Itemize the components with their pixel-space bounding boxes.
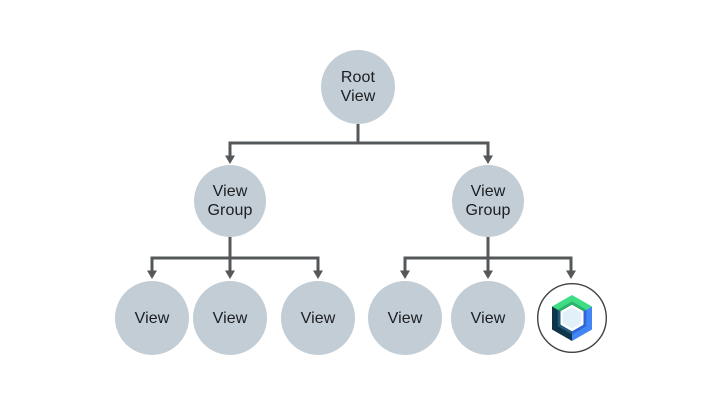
compose-cube bbox=[552, 295, 592, 341]
connector-level2-right bbox=[403, 256, 573, 272]
connector-level1 bbox=[228, 141, 490, 157]
arrow-down-icon bbox=[566, 270, 576, 279]
node-label: View Group bbox=[207, 183, 253, 219]
node-label: View bbox=[387, 309, 423, 327]
node-view-group-left: View Group bbox=[194, 165, 266, 237]
node-view-leaf: View bbox=[368, 281, 442, 355]
connector-paths bbox=[150, 124, 573, 272]
arrow-down-icon bbox=[313, 270, 323, 279]
node-root-view: Root View bbox=[321, 50, 395, 124]
node-label: View bbox=[212, 309, 248, 327]
jetpack-compose-icon bbox=[537, 283, 607, 353]
node-view-leaf: View bbox=[115, 281, 189, 355]
arrow-down-icon bbox=[225, 155, 235, 164]
arrow-down-icon bbox=[400, 270, 410, 279]
arrowheads bbox=[147, 155, 576, 279]
node-view-group-right: View Group bbox=[452, 165, 524, 237]
node-label: View bbox=[300, 309, 336, 327]
node-label: View Group bbox=[465, 183, 511, 219]
node-compose bbox=[536, 282, 608, 354]
node-view-leaf: View bbox=[281, 281, 355, 355]
node-label: View bbox=[470, 309, 506, 327]
node-label: View bbox=[134, 309, 170, 327]
connector-level2-left bbox=[150, 256, 320, 272]
node-view-leaf: View bbox=[451, 281, 525, 355]
arrow-down-icon bbox=[147, 270, 157, 279]
node-label: Root View bbox=[340, 69, 376, 105]
arrow-down-icon bbox=[483, 270, 493, 279]
node-view-leaf: View bbox=[193, 281, 267, 355]
arrow-down-icon bbox=[225, 270, 235, 279]
cube-center-hexagon bbox=[560, 304, 584, 332]
arrow-down-icon bbox=[483, 155, 493, 164]
